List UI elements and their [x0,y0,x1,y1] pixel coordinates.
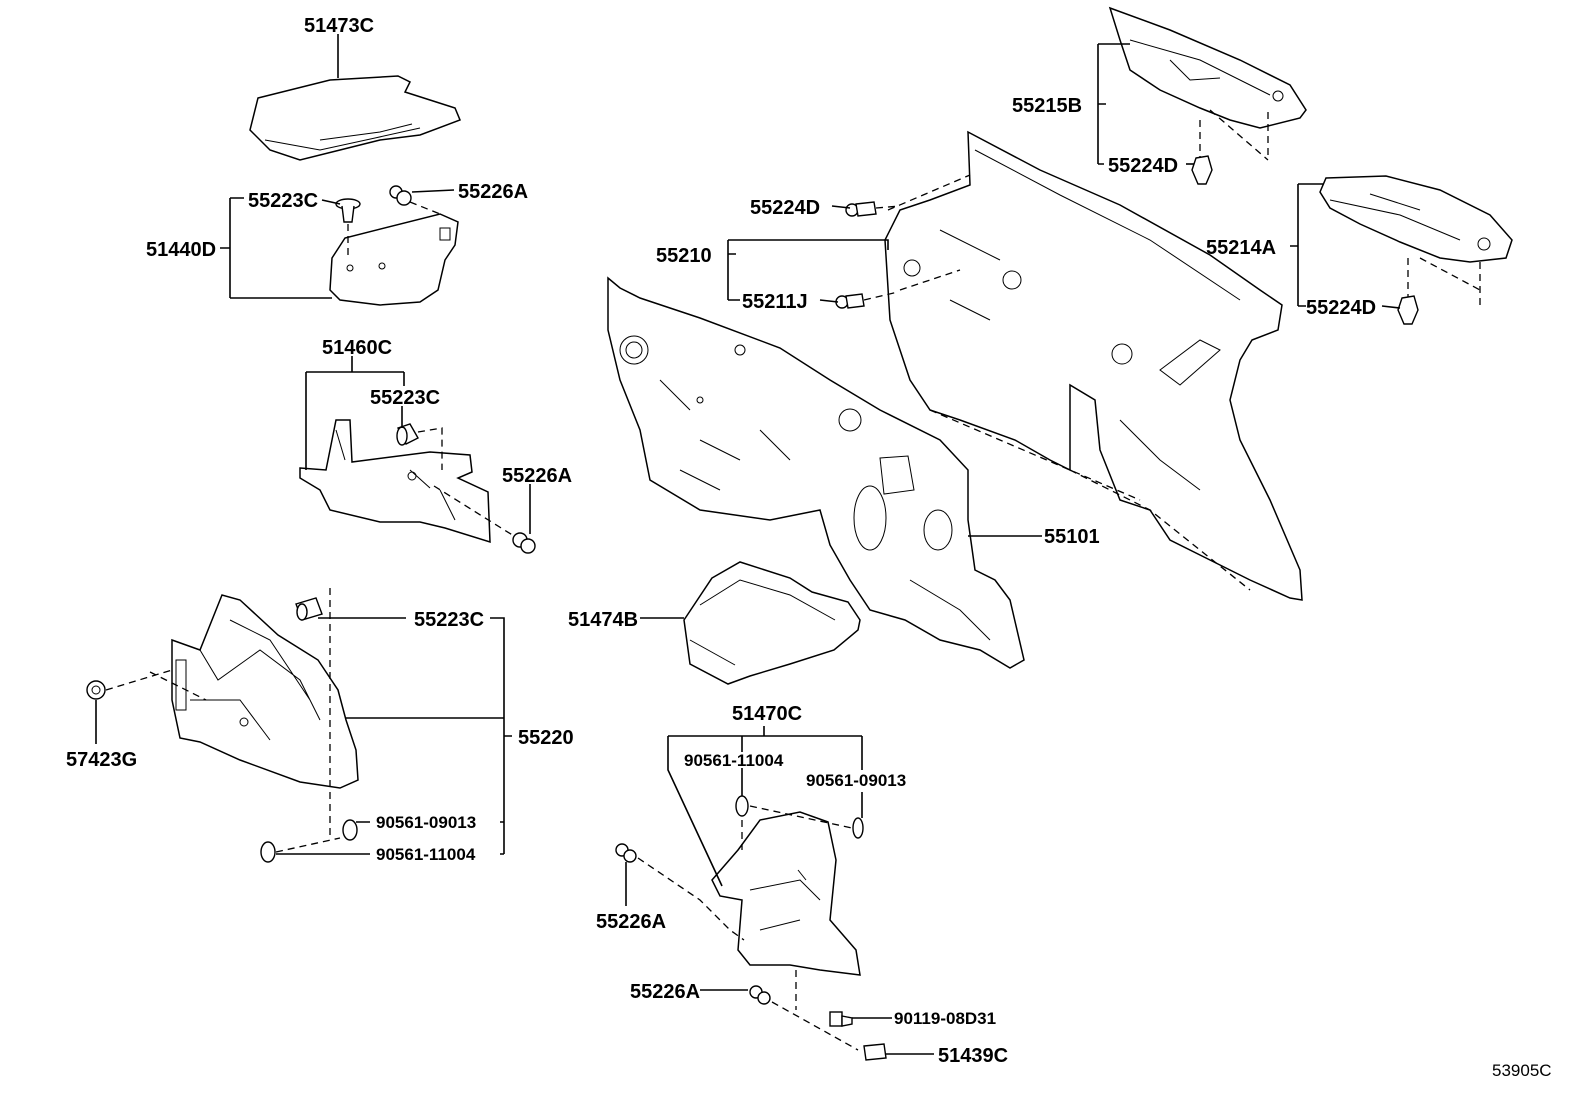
clip-55223C-a[interactable] [335,198,361,223]
label-55223C-b: 55223C [370,387,440,409]
clip-55226A-d[interactable] [749,985,771,1005]
label-57423G: 57423G [66,749,137,771]
clip-55211J[interactable] [835,293,865,309]
label-55211J: 55211J [742,291,808,313]
label-55224D-a: 55224D [750,197,820,219]
label-55226A-a: 55226A [458,181,528,203]
clip-55224D-c[interactable] [1397,295,1419,325]
clip-55226A-c[interactable] [615,843,637,863]
bolt-90119-08D31[interactable] [829,1011,853,1027]
insulator-55220-shape[interactable] [171,594,359,789]
label-55223C-c: 55223C [414,609,484,631]
label-90561-09013-b: 90561-09013 [806,771,906,790]
grommet-57423G[interactable] [86,680,106,700]
label-55226A-d: 55226A [630,981,700,1003]
label-55226A-c: 55226A [596,911,666,933]
label-51460C: 51460C [322,337,392,359]
insulator-55214A-shape[interactable] [1319,175,1513,263]
clip-55224D-a[interactable] [845,201,877,217]
bracket-51440D-shape[interactable] [329,213,459,306]
clip-55223C-b[interactable] [396,423,419,446]
label-55215B: 55215B [1012,95,1082,117]
label-55224D-c: 55224D [1306,297,1376,319]
label-51440D: 51440D [146,239,216,261]
bracket-51470C-shape[interactable] [711,811,861,976]
label-55224D-b: 55224D [1108,155,1178,177]
pad-51474B-shape[interactable] [683,561,861,685]
insulator-55215B-shape[interactable] [1108,6,1307,129]
bracket-51460C-shape[interactable] [299,419,491,544]
label-55214A: 55214A [1206,237,1276,259]
diagram-code: 53905C [1492,1061,1552,1080]
clip-55226A-b[interactable] [512,532,536,554]
label-55210: 55210 [656,245,712,267]
label-90561-09013-a: 90561-09013 [376,813,476,832]
label-90561-11004-a: 90561-11004 [376,845,476,864]
clip-51439C[interactable] [863,1043,887,1061]
label-51439C: 51439C [938,1045,1008,1067]
clip-55224D-b[interactable] [1191,155,1213,185]
label-55226A-b: 55226A [502,465,572,487]
clip-55223C-c[interactable] [295,597,323,621]
clip-55226A-a[interactable] [389,185,412,206]
plug-90561-09013-b[interactable] [852,817,864,839]
label-51474B: 51474B [568,609,638,631]
silencer-55210-shape[interactable] [884,130,1303,601]
label-55220: 55220 [518,727,574,749]
label-90561-11004-b: 90561-11004 [684,751,784,770]
label-51470C: 51470C [732,703,802,725]
label-90119-08D31: 90119-08D31 [894,1009,996,1028]
label-51473C: 51473C [304,15,374,37]
plug-90561-11004-a[interactable] [260,841,276,863]
label-55101: 55101 [1044,526,1100,548]
cover-51473C-shape[interactable] [249,75,461,161]
plug-90561-11004-b[interactable] [735,795,749,817]
label-55223C-a: 55223C [248,190,318,212]
plug-90561-09013-a[interactable] [342,819,358,841]
dash-panel-55101-shape[interactable] [607,276,1025,669]
